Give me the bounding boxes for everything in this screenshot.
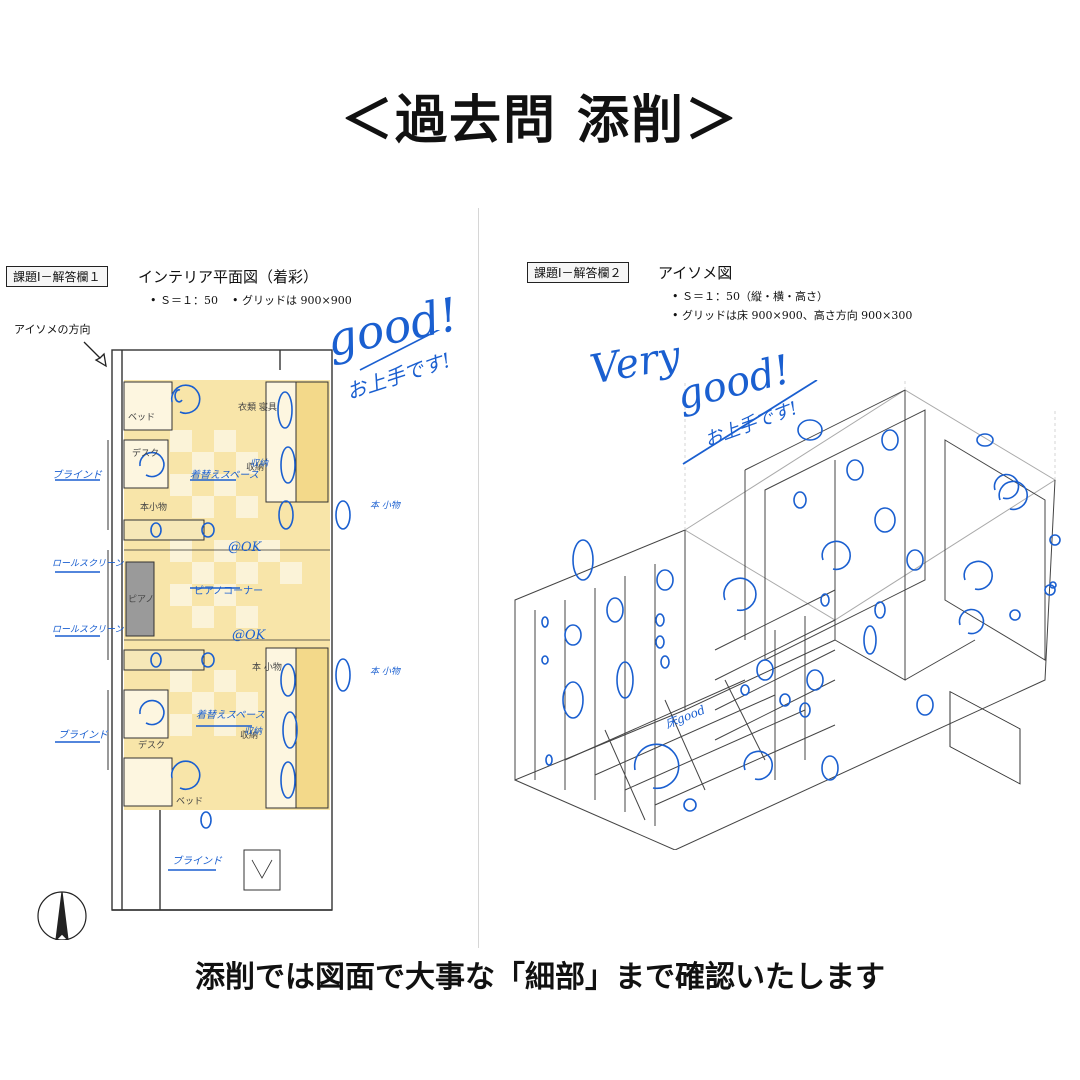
iso-direction-label: アイソメの方向: [14, 323, 91, 336]
note-book-right-bottom: 本 小物: [370, 667, 400, 677]
right-spec-scale: • Ｓ＝１：50（縦・横・高さ）: [672, 290, 828, 303]
left-spec-scale: • Ｓ＝１：50: [150, 294, 218, 307]
left-sheet-title: インテリア平面図（着彩）: [138, 268, 319, 286]
note-storage-top: 収納: [250, 459, 269, 469]
floor-plan-drawing: [37, 330, 441, 940]
note-blind-left: ブラインド: [58, 730, 108, 741]
note-rollscreen-2: ロールスクリーン: [52, 625, 124, 635]
left-spec-grid: • グリッドは 900×900: [232, 294, 352, 307]
room-label-storage-top: 収納: [246, 463, 265, 473]
note-storage-bottom: 収納: [244, 727, 263, 737]
room-label-bed-top: ベッド: [128, 413, 156, 423]
note-rollscreen-1: ロールスクリーン: [52, 559, 124, 569]
room-label-bed-bottom: ベッド: [176, 797, 204, 807]
isometric-drawing: [514, 380, 1061, 850]
comment-ok-1: @OK: [228, 540, 262, 555]
page-title: ＜過去問 添削＞: [340, 91, 740, 151]
room-label-bedding: 衣類 寝具: [238, 403, 277, 413]
room-label-book-top: 本小物: [140, 503, 168, 513]
room-label-storage-bottom: 収納: [240, 731, 259, 741]
right-sheet-title: アイソメ図: [658, 264, 733, 282]
room-label-piano: ピアノ: [128, 595, 155, 605]
note-dressing-top: 着替えスペース: [190, 470, 259, 481]
note-blind-top: ブラインド: [52, 470, 102, 481]
room-label-piano-corner: ピアノコーナー: [194, 586, 264, 597]
note-blind-bottom: ブラインド: [172, 856, 222, 867]
page-divider: [478, 208, 479, 948]
left-sheet-label: 課題Ⅰ－解答欄１: [6, 266, 108, 287]
comment-ok-2: @OK: [232, 628, 266, 643]
room-label-desk-bottom: デスク: [138, 741, 166, 751]
right-sheet-label: 課題Ⅰ－解答欄２: [527, 262, 629, 283]
right-spec-grid: • グリッドは床 900×900、高さ方向 900×300: [672, 309, 913, 322]
room-label-book-bottom: 本 小物: [252, 663, 282, 673]
note-dressing-bottom: 着替えスペース: [196, 710, 265, 721]
room-label-desk-top: デスク: [132, 449, 160, 459]
note-book-right-top: 本 小物: [370, 501, 400, 511]
footer-caption: 添削では図面で大事な「細部」まで確認いたします: [0, 952, 1080, 996]
